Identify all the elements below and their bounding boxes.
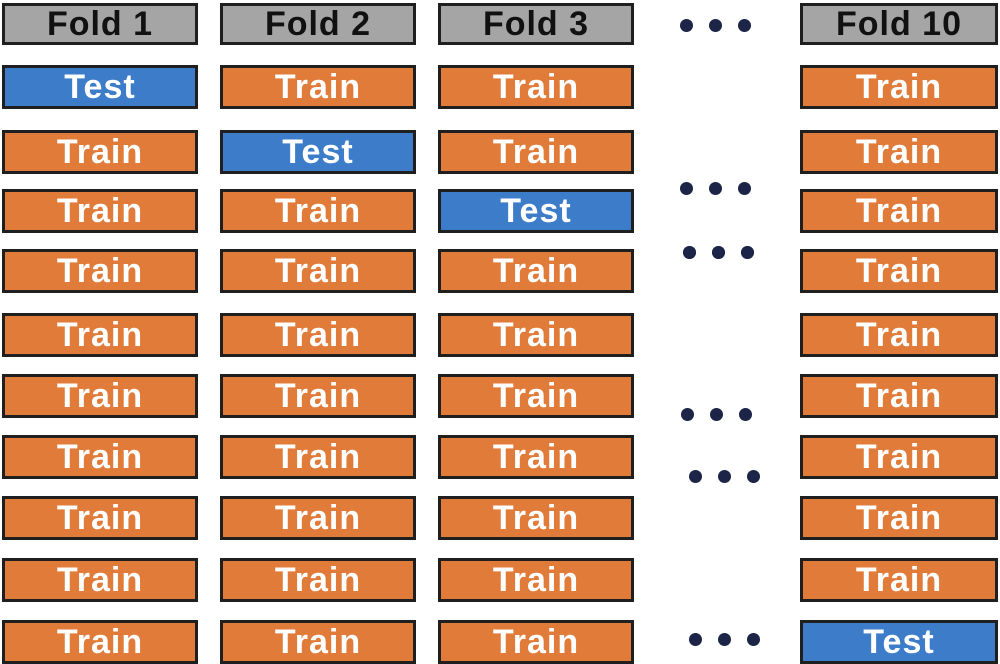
train-cell: Train [2, 558, 198, 602]
ellipsis-dot [689, 470, 702, 483]
train-cell: Train [438, 496, 634, 540]
train-cell: Train [220, 496, 416, 540]
fold-header-2: Fold 2 [220, 3, 416, 45]
ellipsis-dot [747, 470, 760, 483]
test-cell: Test [2, 65, 198, 109]
train-cell: Train [800, 249, 998, 293]
train-cell: Train [438, 374, 634, 418]
ellipsis-dot [709, 19, 722, 32]
ellipsis-dots [680, 19, 751, 32]
ellipsis-dot [712, 246, 725, 259]
train-cell: Train [2, 313, 198, 357]
train-cell: Train [438, 130, 634, 174]
train-cell: Train [800, 374, 998, 418]
train-cell: Train [220, 558, 416, 602]
ellipsis-dot [718, 633, 731, 646]
fold-header-4: Fold 10 [800, 3, 998, 45]
train-cell: Train [2, 374, 198, 418]
test-cell: Test [220, 130, 416, 174]
ellipsis-dot [689, 633, 702, 646]
train-cell: Train [800, 496, 998, 540]
train-cell: Train [2, 189, 198, 233]
ellipsis-dots [689, 633, 760, 646]
ellipsis-dot [683, 246, 696, 259]
train-cell: Train [438, 249, 634, 293]
ellipsis-dots [689, 470, 760, 483]
ellipsis-dots [683, 246, 754, 259]
test-cell: Test [438, 189, 634, 233]
train-cell: Train [2, 620, 198, 664]
train-cell: Train [2, 130, 198, 174]
ellipsis-dot [738, 182, 751, 195]
train-cell: Train [220, 65, 416, 109]
fold-header-3: Fold 3 [438, 3, 634, 45]
ellipsis-dot [741, 246, 754, 259]
ellipsis-dot [739, 408, 752, 421]
train-cell: Train [800, 130, 998, 174]
train-cell: Train [220, 249, 416, 293]
ellipsis-dot [680, 182, 693, 195]
ellipsis-dots [680, 182, 751, 195]
train-cell: Train [438, 558, 634, 602]
train-cell: Train [800, 313, 998, 357]
test-cell: Test [800, 620, 998, 664]
train-cell: Train [800, 65, 998, 109]
train-cell: Train [800, 189, 998, 233]
train-cell: Train [2, 249, 198, 293]
fold-header-1: Fold 1 [2, 3, 198, 45]
train-cell: Train [220, 435, 416, 479]
train-cell: Train [800, 435, 998, 479]
train-cell: Train [220, 189, 416, 233]
train-cell: Train [220, 620, 416, 664]
ellipsis-dot [709, 182, 722, 195]
train-cell: Train [800, 558, 998, 602]
train-cell: Train [438, 313, 634, 357]
ellipsis-dot [710, 408, 723, 421]
train-cell: Train [2, 435, 198, 479]
ellipsis-dot [747, 633, 760, 646]
train-cell: Train [438, 620, 634, 664]
train-cell: Train [438, 65, 634, 109]
ellipsis-dot [681, 408, 694, 421]
train-cell: Train [2, 496, 198, 540]
train-cell: Train [438, 435, 634, 479]
ellipsis-dot [680, 19, 693, 32]
ellipsis-dots [681, 408, 752, 421]
train-cell: Train [220, 313, 416, 357]
train-cell: Train [220, 374, 416, 418]
ellipsis-dot [738, 19, 751, 32]
ellipsis-dot [718, 470, 731, 483]
